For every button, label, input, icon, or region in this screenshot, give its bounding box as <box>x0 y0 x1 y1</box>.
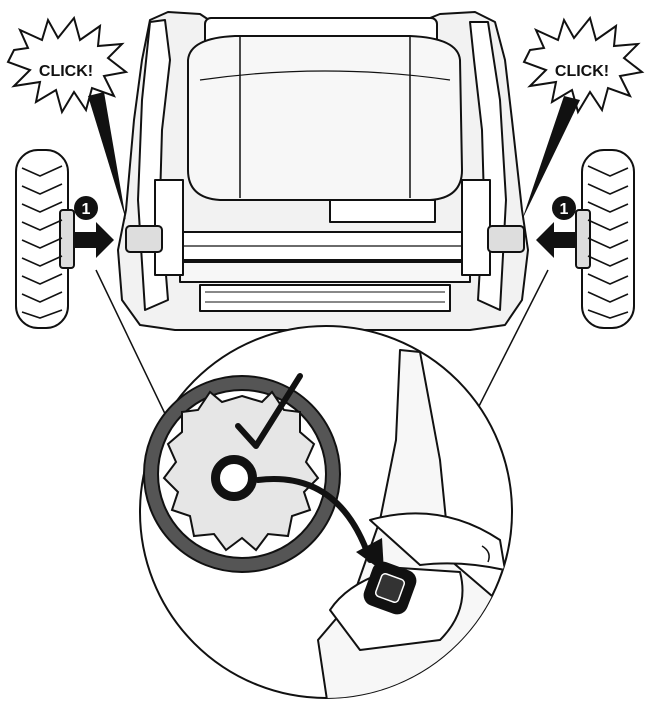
wheel-hub-detail <box>143 375 341 573</box>
right-wheel <box>575 149 635 329</box>
step-number-icon <box>552 196 576 220</box>
click-burst-icon <box>522 15 645 115</box>
right-click-callout: CLICK! <box>522 15 645 220</box>
right-click-text: CLICK! <box>555 63 609 80</box>
left-click-text: CLICK! <box>39 63 93 80</box>
left-step-badge: 1 <box>74 196 98 220</box>
left-step-label: 1 <box>82 201 91 218</box>
push-arrow-icon <box>536 222 576 258</box>
step-number-icon <box>74 196 98 220</box>
push-arrow-icon <box>74 222 114 258</box>
left-pointer-wedge <box>88 92 126 220</box>
left-click-callout: CLICK! <box>6 15 129 220</box>
click-burst-icon <box>6 15 129 115</box>
detail-magnifier <box>139 325 513 699</box>
checkmark-icon <box>235 373 303 449</box>
right-step-badge: 1 <box>552 196 576 220</box>
left-wheel <box>15 149 75 329</box>
right-tire-tread <box>587 165 629 319</box>
curved-arrow-icon <box>255 476 373 563</box>
left-tire-tread <box>21 165 63 319</box>
zoom-lines <box>95 269 549 421</box>
right-step-label: 1 <box>560 201 569 218</box>
right-pointer-wedge <box>522 96 580 220</box>
mower-body <box>117 11 529 331</box>
